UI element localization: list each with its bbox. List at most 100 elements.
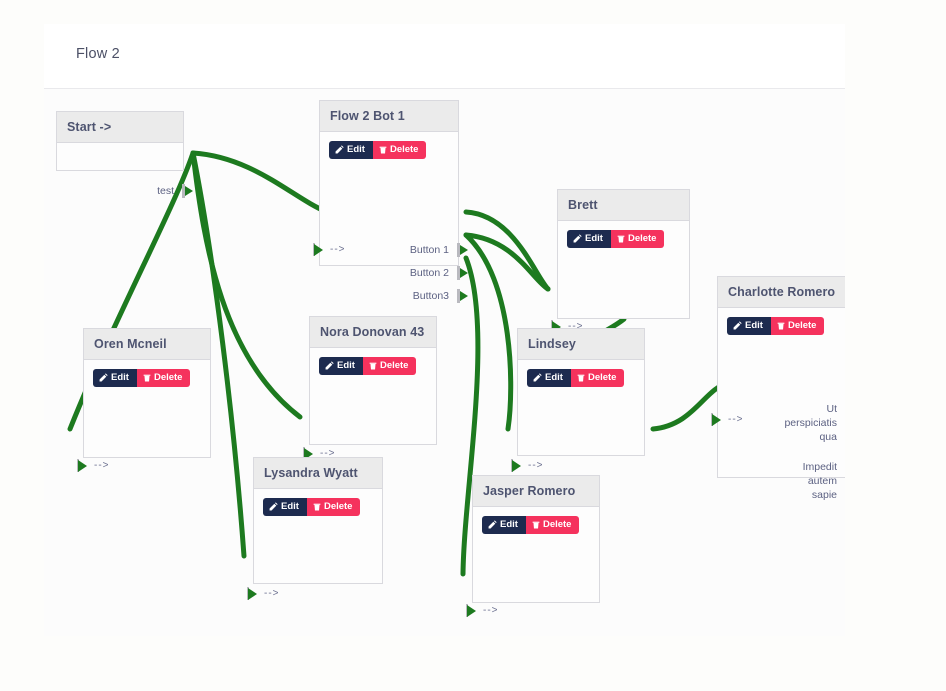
- pencil-icon: [269, 502, 278, 511]
- node-action-buttons: Edit Delete: [567, 230, 665, 248]
- output-port-text: Impedit autem sapie: [802, 461, 837, 501]
- delete-button[interactable]: Delete: [362, 357, 417, 375]
- port-stub: [182, 184, 185, 198]
- node-body: Edit Delete -->: [77, 360, 210, 472]
- trash-icon: [532, 520, 540, 529]
- input-port-label: -->: [330, 244, 346, 255]
- flow-edge[interactable]: [463, 232, 514, 432]
- flow-edge[interactable]: [463, 209, 551, 292]
- port-stub: [457, 266, 460, 280]
- delete-button-label: Delete: [627, 233, 657, 244]
- node-input-port[interactable]: -->: [511, 459, 544, 472]
- arrow-icon: [512, 459, 521, 472]
- node-title: Charlotte Romero: [718, 277, 845, 308]
- edit-button-label: Edit: [337, 360, 355, 371]
- delete-button[interactable]: Delete: [570, 369, 625, 387]
- node-action-buttons: Edit Delete: [93, 369, 191, 387]
- node-input-port[interactable]: -->: [551, 320, 584, 333]
- delete-button[interactable]: Delete: [610, 230, 665, 248]
- node-input-port[interactable]: -->: [711, 413, 744, 426]
- arrow-icon: [304, 447, 313, 460]
- edit-button-label: Edit: [745, 320, 763, 331]
- node-title: Start ->: [57, 112, 183, 143]
- output-port-label: Button3: [412, 290, 449, 302]
- delete-button[interactable]: Delete: [136, 369, 191, 387]
- pencil-icon: [488, 520, 497, 529]
- input-port-label: -->: [728, 414, 744, 425]
- node-title: Lysandra Wyatt: [254, 458, 382, 489]
- node-input-port[interactable]: -->: [313, 243, 346, 256]
- input-port-label: -->: [528, 460, 544, 471]
- node-action-buttons: Edit Delete: [319, 357, 417, 375]
- delete-button-label: Delete: [323, 501, 353, 512]
- node-output-text-port[interactable]: Ut perspiciatis qua: [784, 402, 837, 444]
- port-stub: [457, 289, 460, 303]
- arrow-icon: [460, 291, 468, 301]
- node-body: Edit Delete -->: [551, 221, 689, 333]
- node-input-port[interactable]: -->: [247, 587, 280, 600]
- flow-node-start[interactable]: Start -> test: [56, 111, 193, 198]
- node-input-port[interactable]: -->: [77, 459, 110, 472]
- edit-button[interactable]: Edit: [93, 369, 137, 387]
- node-input-port[interactable]: -->: [466, 604, 499, 617]
- edit-button[interactable]: Edit: [567, 230, 611, 248]
- node-input-port[interactable]: -->: [303, 447, 336, 460]
- page-title: Flow 2: [76, 46, 120, 62]
- flow-header: Flow 2: [44, 24, 845, 88]
- input-port-label: -->: [94, 460, 110, 471]
- edit-button[interactable]: Edit: [527, 369, 571, 387]
- flow-edge[interactable]: [463, 232, 551, 292]
- node-output-port[interactable]: Button 1: [410, 243, 468, 257]
- arrow-icon: [460, 245, 468, 255]
- node-title: Lindsey: [518, 329, 644, 360]
- input-port-label: -->: [264, 588, 280, 599]
- delete-button[interactable]: Delete: [372, 141, 427, 159]
- arrow-icon: [78, 459, 87, 472]
- delete-button-label: Delete: [379, 360, 409, 371]
- trash-icon: [313, 502, 321, 511]
- flow-edge[interactable]: [190, 150, 330, 215]
- output-port-label: Button 2: [409, 267, 449, 279]
- node-title: Jasper Romero: [473, 476, 599, 507]
- pencil-icon: [533, 373, 542, 382]
- node-body: Edit Delete -->: [303, 348, 436, 460]
- edit-button-label: Edit: [347, 144, 365, 155]
- node-output-port[interactable]: Button3: [412, 289, 468, 303]
- input-port-label: -->: [320, 448, 336, 459]
- node-body: Edit Delete -->: [247, 489, 382, 600]
- delete-button[interactable]: Delete: [770, 317, 825, 335]
- trash-icon: [617, 234, 625, 243]
- node-action-buttons: Edit Delete: [727, 317, 825, 335]
- delete-button-label: Delete: [787, 320, 817, 331]
- output-port-label: test: [157, 185, 174, 197]
- trash-icon: [143, 373, 151, 382]
- arrow-icon: [314, 243, 323, 256]
- edit-button[interactable]: Edit: [482, 516, 526, 534]
- port-stub: [457, 243, 460, 257]
- node-output-text-port[interactable]: Impedit autem sapie: [803, 460, 837, 502]
- edit-button[interactable]: Edit: [329, 141, 373, 159]
- edit-button[interactable]: Edit: [727, 317, 771, 335]
- delete-button[interactable]: Delete: [525, 516, 580, 534]
- edit-button-label: Edit: [111, 372, 129, 383]
- delete-button-label: Delete: [153, 372, 183, 383]
- node-action-buttons: Edit Delete: [329, 141, 427, 159]
- edit-button[interactable]: Edit: [319, 357, 363, 375]
- node-output-port[interactable]: Button 2: [409, 266, 468, 280]
- pencil-icon: [733, 321, 742, 330]
- output-port-text: Ut perspiciatis qua: [784, 403, 837, 443]
- edit-button[interactable]: Edit: [263, 498, 307, 516]
- node-output-port[interactable]: test: [157, 184, 193, 198]
- arrow-icon: [460, 268, 468, 278]
- delete-button[interactable]: Delete: [306, 498, 361, 516]
